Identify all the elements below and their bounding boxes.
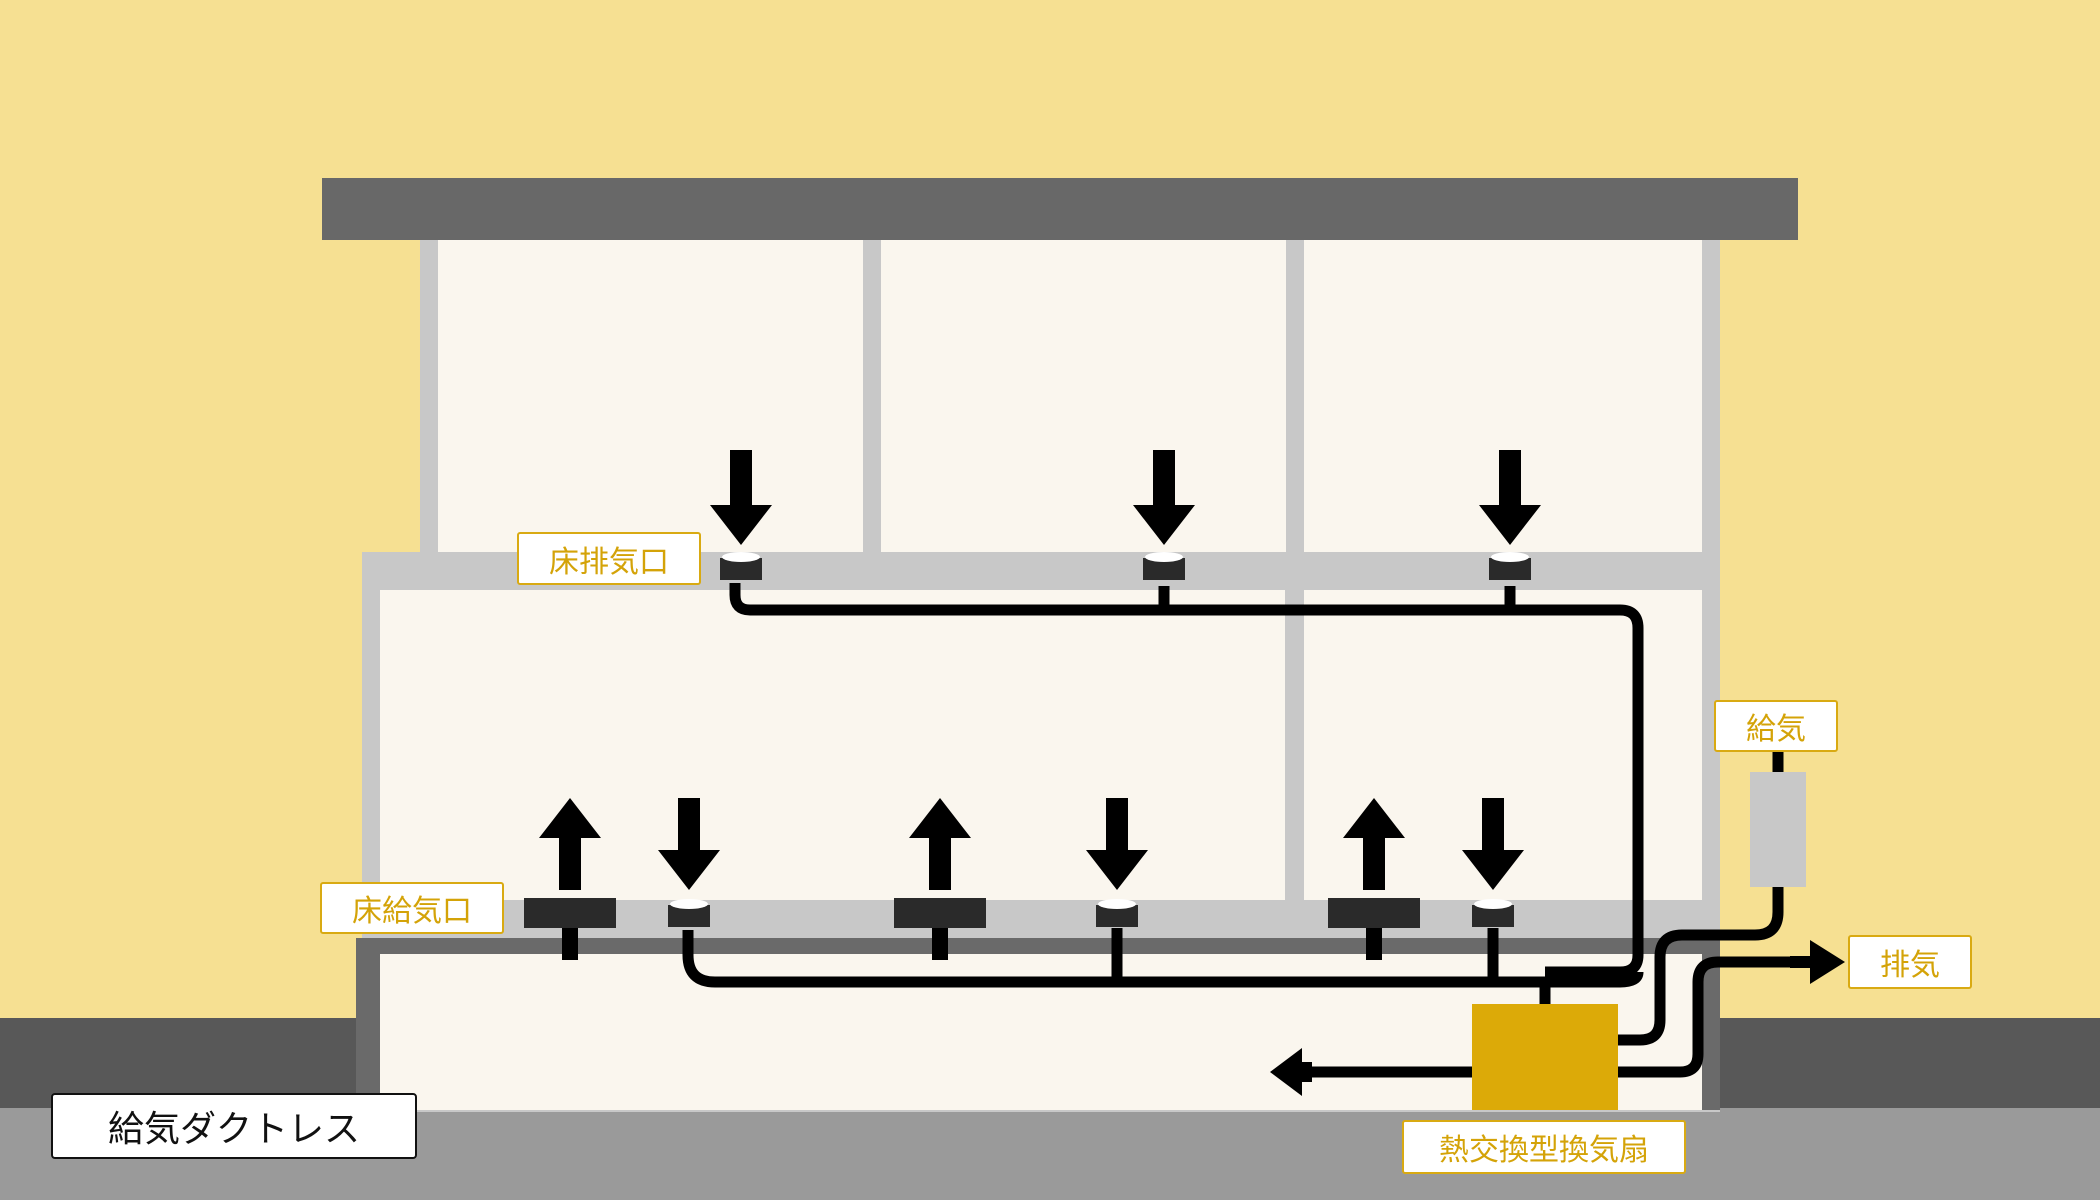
floor-supply-register-2 (894, 898, 986, 928)
ground-dark-right (1718, 1018, 2100, 1110)
outdoor-exhaust-arrow (1790, 940, 1845, 984)
floor-exhaust-register-6 (1472, 905, 1514, 927)
floor-exhaust-register-2 (1143, 558, 1185, 580)
exhaust-arrow-down (1479, 450, 1541, 545)
exhaust-arrow-down (1462, 798, 1524, 890)
supply-register-stem (1366, 928, 1382, 960)
supply-register-stem (932, 928, 948, 960)
supply-arrow-up (1343, 798, 1405, 890)
floor-exhaust-label: 床排気口 (517, 532, 701, 585)
upper-exhaust-duct (729, 583, 1644, 978)
exhaust-register-opening (1474, 899, 1512, 909)
floor-exhaust-register-5 (1096, 905, 1138, 927)
floor-exhaust-register-4 (668, 905, 710, 927)
upper-room-center (881, 238, 1286, 553)
floor-supply-register-1 (524, 898, 616, 928)
exhaust-arrow-down (710, 450, 772, 545)
supply-arrow-up (539, 798, 601, 890)
floor-exhaust-register-3 (1489, 558, 1531, 580)
heat-exchanger-label: 熱交換型換気扇 (1402, 1120, 1686, 1174)
heat-exchanger-unit (1472, 1004, 1618, 1110)
floor-supply-register-3 (1328, 898, 1420, 928)
exhaust-register-opening (1145, 552, 1183, 562)
exhaust-register-opening (670, 899, 708, 909)
supply-register-stem (562, 928, 578, 960)
exhaust-register-opening (1491, 552, 1529, 562)
lower-room-left (380, 590, 1285, 900)
exhaust-label: 排気 (1848, 935, 1972, 989)
supply-label: 給気 (1714, 700, 1838, 752)
floor-supply-label: 床給気口 (320, 882, 504, 934)
roof (322, 178, 1798, 240)
exhaust-arrow-down (658, 798, 720, 890)
diagram-caption: 給気ダクトレス (51, 1093, 417, 1159)
exhaust-register-opening (1098, 899, 1136, 909)
supply-arrow-up (909, 798, 971, 890)
exhaust-arrow-down (1133, 450, 1195, 545)
outdoor-supply-duct (1618, 885, 1784, 1046)
exhaust-register-opening (722, 552, 760, 562)
outdoor-exhaust-duct (1618, 956, 1790, 1078)
indoor-supply-arrow (1270, 1048, 1312, 1096)
upper-room-left (438, 238, 863, 553)
lower-exhaust-duct (682, 930, 1644, 988)
floor-exhaust-register-1 (720, 558, 762, 580)
supply-filter-box (1750, 772, 1806, 887)
exhaust-arrow-down (1086, 798, 1148, 890)
